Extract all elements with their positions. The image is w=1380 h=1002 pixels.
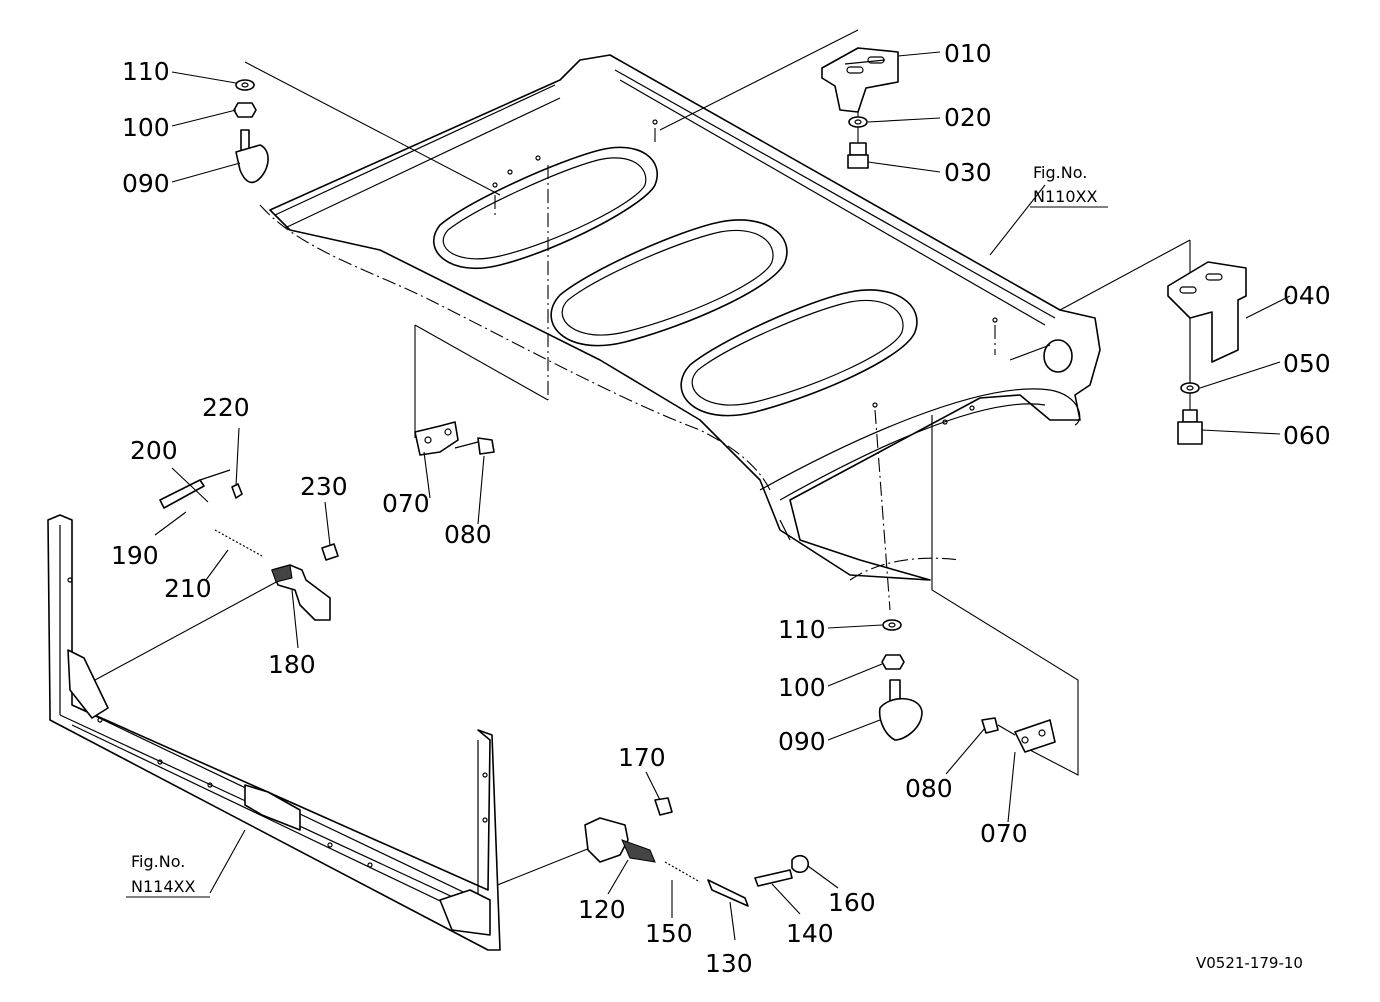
bolt-right-080 [981,717,1016,736]
callout-010: 010 [944,39,992,68]
latch-left [159,469,339,621]
seat-frame [47,514,501,951]
callout-220: 220 [202,393,250,422]
callout-120: 120 [578,895,626,924]
mount-line-5 [874,409,891,611]
fig-ref-bottom-code: N114XX [131,877,195,896]
callout-020: 020 [944,103,992,132]
nut-060 [1177,409,1203,445]
washer-020 [848,116,868,128]
callout-110-top: 110 [122,57,170,86]
hinge-left-070 [414,421,459,456]
oval-recess-1 [433,146,658,270]
callout-030: 030 [944,158,992,187]
callout-210: 210 [164,574,212,603]
underside-outline [259,204,771,491]
callout-110-bottom: 110 [778,615,826,644]
callout-170: 170 [618,743,666,772]
callout-070-right: 070 [980,819,1028,848]
callout-060: 060 [1283,421,1331,450]
callout-200: 200 [130,436,178,465]
fig-ref-top-code: N110XX [1033,187,1097,206]
callout-090-bottom: 090 [778,727,826,756]
nut-030 [847,142,869,169]
callout-050: 050 [1283,349,1331,378]
callout-090-top: 090 [122,169,170,198]
callout-150: 150 [645,919,693,948]
callout-040: 040 [1283,281,1331,310]
callout-070-left: 070 [382,489,430,518]
callout-080-right: 080 [905,774,953,803]
drawing-code: V0521-179-10 [1196,954,1303,972]
latch-bottom [584,797,809,907]
callout-080-left: 080 [444,520,492,549]
fig-ref-top: Fig.No. N110XX [1033,163,1097,206]
callout-100-bottom: 100 [778,673,826,702]
oval-recess-2 [550,219,788,347]
callout-230: 230 [300,472,348,501]
leader-lines [126,51,1291,941]
callout-180: 180 [268,650,316,679]
callout-190: 190 [111,541,159,570]
bracket-010 [821,47,899,150]
fig-ref-bottom-label: Fig.No. [131,852,185,871]
oval-recess-3 [680,289,918,417]
washer-050 [1180,382,1200,394]
callout-100-top: 100 [122,113,170,142]
callout-labels: 010 020 030 040 050 060 070 080 070 080 … [111,39,1331,978]
rear-outline [849,557,961,581]
seat-pan [269,54,1101,581]
callout-130: 130 [705,949,753,978]
hinge-right-070 [1014,719,1056,753]
callout-140: 140 [786,919,834,948]
stack-top-left [233,79,269,184]
callout-160: 160 [828,888,876,917]
fig-ref-bottom: Fig.No. N114XX [131,852,195,896]
bolt-left-080 [454,437,495,455]
fig-ref-top-label: Fig.No. [1033,163,1087,182]
stack-bottom [878,619,923,741]
bracket-040 [1167,261,1247,425]
